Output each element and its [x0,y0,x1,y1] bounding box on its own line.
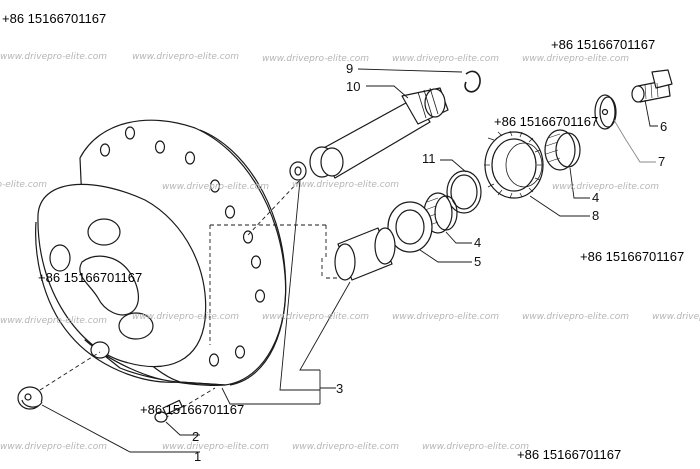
leader-11 [440,159,467,173]
watermark: www.drivepro-elite.com [522,312,629,322]
watermark: www.drivepro-elite.com [162,442,269,452]
leader-5 [419,249,472,263]
callout-4-upper: 4 [592,190,599,205]
watermark: www.drivepro-elite.com [132,52,239,62]
thrust-washer-part-5 [387,201,433,253]
watermark: www.drivepro-elite.com [522,54,629,64]
cover-disc-part-7 [594,94,617,130]
watermark: www.drivepro-elite.com [262,312,369,322]
watermark: www.drivepro-elite.com [0,442,107,452]
hub-lower-step [84,339,226,386]
watermark: www.drivepro-elite.com [292,442,399,452]
callout-7: 7 [658,154,665,169]
phone-number: +86 15166701167 [580,249,685,264]
phone-number: +86 15166701167 [494,114,599,129]
watermark: www.drivepro-elite.com [0,316,107,326]
splined-shaft-part-10 [289,87,449,181]
leader-9 [357,68,463,73]
leader-3-bracket [319,370,336,404]
leader-6 [644,99,658,127]
callout-1: 1 [194,449,201,464]
snap-ring-part-11 [446,170,482,214]
flange-center-cutout [79,255,139,316]
leader-4-lower [445,231,472,244]
callout-6: 6 [660,119,667,134]
callout-11: 11 [422,151,436,166]
flange-hole-right [118,312,154,340]
hub-housing-rim [199,129,287,386]
watermark: www.drivepro-elite.com [0,52,107,62]
hub-flange-edge [35,221,181,383]
callout-2: 2 [192,429,199,444]
callout-5: 5 [474,254,481,269]
watermark: www.drivepro-elite.com [422,442,529,452]
callout-9: 9 [346,61,353,76]
watermark: www.drivepro-elite.com [132,312,239,322]
flange-hole-left [49,244,71,272]
leader-4-upper [569,167,590,199]
leader-10 [366,85,409,99]
needle-bearing-part-4-upper [544,129,581,171]
watermark: www.drivepro-elite.com [652,312,700,322]
watermark: www.drivepro-elite.com [292,180,399,190]
flange-hole-bottom [90,341,110,359]
phone-number: +86 15166701167 [551,37,656,52]
callout-10: 10 [346,79,360,94]
leader-3b [221,387,320,405]
watermark: www.drivepro-elite.com [0,180,47,190]
watermark: www.drivepro-elite.com [162,182,269,192]
phone-number: +86 15166701167 [517,447,622,462]
callout-8: 8 [592,208,599,223]
callout-3: 3 [336,381,343,396]
gear-part-8 [484,130,544,199]
small-screw-part-2 [154,399,183,423]
phone-number: +86 15166701167 [2,11,107,26]
watermark: www.drivepro-elite.com [262,54,369,64]
leader-2 [165,421,200,436]
callout-labels: 1 2 3 4 4 5 6 7 8 9 10 11 [192,61,667,464]
watermark: www.drivepro-elite.com [392,312,499,322]
phone-number: +86 15166701167 [140,402,245,417]
leader-1 [41,404,200,453]
leader-3a [279,179,320,391]
bolt-part-6 [631,69,673,103]
leader-3c [299,281,351,371]
drain-plug-part-1 [17,386,43,410]
flange-hole-top [87,218,121,246]
phone-number: +86 15166701167 [38,270,143,285]
leader-8 [529,195,590,217]
watermark: www.drivepro-elite.com [552,182,659,192]
callout-4-lower: 4 [474,235,481,250]
rim-bolt-holes [99,126,266,367]
watermark: www.drivepro-elite.com [392,54,499,64]
planet-pin-part-3 [334,227,396,281]
circlip-part-9 [464,70,481,93]
leader-7 [613,119,656,163]
